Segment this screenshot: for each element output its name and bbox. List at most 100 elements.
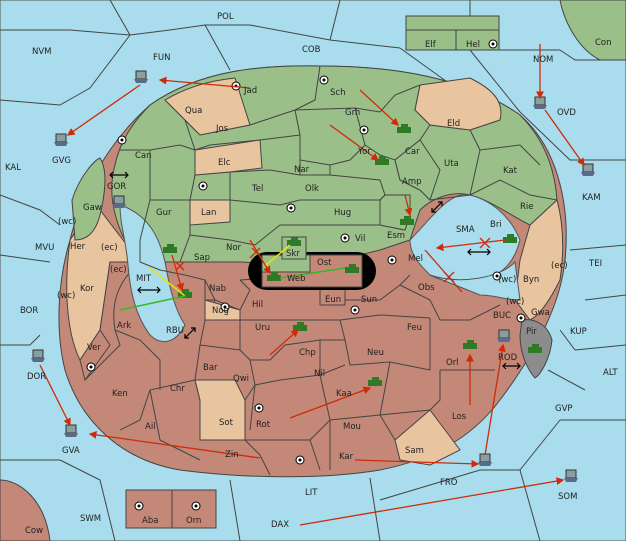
region-con[interactable]: [559, 0, 626, 61]
label-sam: Sam: [405, 446, 424, 456]
army-ost: [345, 264, 359, 273]
label-ken: Ken: [112, 389, 128, 399]
label-grh: Grh: [345, 108, 360, 118]
label-chp: Chp: [299, 348, 316, 358]
label-sot: Sot: [219, 418, 234, 428]
label-sma: SMA: [456, 225, 475, 235]
label-eun: Eun: [325, 295, 341, 305]
fleets: [31, 70, 595, 482]
label-lan: Lan: [201, 208, 216, 218]
label-lit: LIT: [305, 488, 318, 498]
region-qua[interactable]: [164, 77, 251, 136]
label-fro: FRO: [440, 478, 458, 488]
region-rie-byn[interactable]: [514, 199, 564, 321]
label-rod: ROD: [498, 353, 518, 363]
label-bor: BOR: [20, 306, 38, 316]
army-yor: [375, 156, 389, 165]
region-gaw[interactable]: [71, 157, 106, 241]
army-sap: [163, 244, 177, 253]
label-nar: Nar: [294, 165, 310, 175]
label-elc: Elc: [218, 158, 231, 168]
region-amp[interactable]: [394, 139, 441, 201]
label-fun: FUN: [153, 53, 170, 63]
label-tei: TEI: [588, 259, 602, 269]
label-gva: GVA: [62, 446, 80, 456]
army-web: [267, 272, 281, 281]
label-gur: Gur: [156, 208, 172, 218]
army-skr: [287, 237, 301, 246]
label-olk: Olk: [305, 184, 319, 194]
label-sch: Sch: [330, 88, 345, 98]
land-labels: Elf Hel Jad Sch Qua Jos Grh Eld Can Yor …: [70, 40, 550, 526]
label-mvu: MVU: [35, 243, 54, 253]
label-uta: Uta: [444, 159, 459, 169]
label-aba: Aba: [142, 516, 158, 526]
region-eld[interactable]: [414, 77, 502, 131]
army-esm: [400, 216, 414, 225]
label-mit: MIT: [136, 274, 152, 284]
label-chr: Chr: [170, 384, 185, 394]
label-gvp: GVP: [555, 404, 573, 414]
label-nvm: NVM: [32, 47, 52, 57]
region-sam[interactable]: [394, 409, 461, 466]
label-zin: Zin: [225, 450, 239, 460]
sea-rbu-mit: [119, 204, 186, 343]
region-sot[interactable]: [194, 379, 246, 441]
label-skr: Skr: [286, 249, 300, 259]
label-esm: Esm: [387, 231, 405, 241]
army-kaa: [368, 377, 382, 386]
label-tel: Tel: [251, 184, 263, 194]
label-cob: COB: [302, 45, 321, 55]
label-qwi: Qwi: [233, 374, 249, 384]
label-elf: Elf: [425, 40, 437, 50]
label-alt: ALT: [603, 368, 618, 378]
label-gaw: Gaw: [83, 203, 102, 213]
army-pir: [528, 344, 542, 353]
coast-tags: (wc) (ec) (ec) (wc) (wc) (ec) (wc): [57, 217, 568, 307]
label-hel: Hel: [466, 40, 480, 50]
sea-sma: [409, 194, 521, 283]
label-feu: Feu: [407, 323, 422, 333]
label-bri: Bri: [490, 220, 502, 230]
label-obs: Obs: [418, 283, 435, 293]
label-qua: Qua: [185, 106, 202, 116]
order-arrows: [39, 44, 585, 526]
label-los: Los: [452, 412, 467, 422]
label-dor: DOR: [27, 372, 46, 382]
label-rot: Rot: [256, 420, 271, 430]
tag-wc2: (wc): [57, 291, 75, 301]
label-amp: Amp: [402, 177, 422, 187]
label-pol: POL: [217, 12, 234, 22]
label-can: Can: [135, 151, 152, 161]
label-web: Web: [287, 274, 306, 284]
label-con: Con: [595, 38, 612, 48]
label-kat: Kat: [503, 166, 518, 176]
label-hug: Hug: [334, 208, 351, 218]
tag-ec1: (ec): [101, 243, 118, 253]
tag-wc3: (wc): [498, 275, 516, 285]
label-sap: Sap: [194, 253, 210, 263]
label-pir: Pir: [526, 327, 537, 337]
support-lines: [119, 244, 346, 311]
region-elf-hel[interactable]: [405, 15, 500, 51]
region-elc[interactable]: [194, 139, 263, 176]
label-bar: Bar: [203, 363, 218, 373]
supply-centers: [86, 39, 526, 511]
tag-wc1: (wc): [58, 217, 76, 227]
label-sun: Sun: [361, 295, 377, 305]
label-kam: KAM: [582, 193, 601, 203]
label-vil: Vil: [355, 234, 365, 244]
label-yor: Yor: [357, 147, 371, 157]
label-neu: Neu: [367, 348, 384, 358]
label-hil: Hil: [252, 300, 263, 310]
label-mel: Mel: [408, 254, 423, 264]
region-lan[interactable]: [189, 199, 231, 226]
label-ver: Ver: [87, 343, 101, 353]
label-dax: DAX: [271, 520, 289, 530]
label-her: Her: [70, 242, 86, 252]
army-orl: [463, 340, 477, 349]
label-nom: NOM: [533, 55, 553, 65]
label-kor: Kor: [80, 284, 94, 294]
label-byn: Byn: [523, 275, 539, 285]
